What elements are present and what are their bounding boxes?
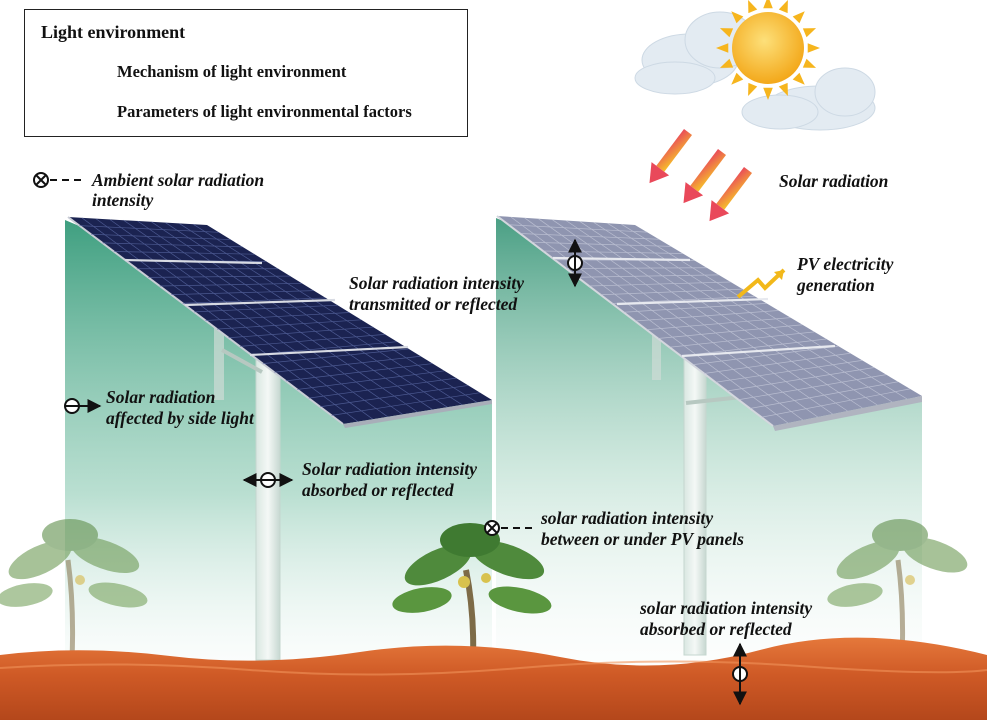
between-label-line1: solar radiation intensity [541,508,714,528]
sun-ray [748,82,758,97]
pole-label-line2: absorbed or reflected [302,480,454,500]
left-pole-back [214,300,224,400]
sun-ray [719,58,734,68]
ground-label-line1: solar radiation intensity [640,598,813,618]
sun-ray [802,28,817,38]
right-pv-panel [496,215,922,431]
ambient-parameter-symbol [33,172,86,188]
ambient-label-line1: Ambient solar radiation [92,170,265,190]
sun-ray [716,43,729,53]
between-label-line2: between or under PV panels [541,529,744,549]
ground-label-line2: absorbed or reflected [640,619,792,639]
transmitted-label-line2: transmitted or reflected [349,294,518,314]
solar-radiation-label: Solar radiation [779,171,889,191]
sun-icon [716,0,820,100]
ground-mechanism-symbol [732,642,748,706]
solar-ray-arrows [649,128,752,222]
pole-mechanism-symbol [242,472,294,488]
pv-generation-label-line1: PV electricity [797,254,894,274]
sun-ray [731,11,744,24]
legend-mechanism-label: Mechanism of light environment [117,62,347,81]
sun-ray [807,43,820,53]
side-light-label-line1: Solar radiation [106,387,216,407]
lightning-icon [736,268,786,299]
sun-ray [763,0,773,9]
sun-ray [731,72,744,85]
sun-ray [778,0,788,14]
transmitted-label-line1: Solar radiation intensity [349,273,525,293]
sun-ray [792,72,805,85]
side-light-mechanism-symbol [64,398,102,414]
legend-box: Light environment Mechanism of light env… [24,9,468,137]
transmitted-mechanism-symbol [567,238,583,288]
left-pv-panel [67,216,492,428]
sun-ray [719,28,734,38]
ambient-label-line2: intensity [92,190,154,210]
sun-ray [778,82,788,97]
pole-label-line1: Solar radiation intensity [302,459,478,479]
right-shade-volume [496,218,922,720]
sun-ray [748,0,758,14]
left-pole-front [255,359,281,661]
pv-generation-label-line2: generation [797,275,875,295]
cloud-icon [634,11,756,95]
sun-ray [792,11,805,24]
plant-right [827,519,968,691]
legend-title: Light environment [41,22,186,42]
between-parameter-symbol [484,520,536,536]
sun-ray [763,87,773,100]
side-light-label-line2: affected by side light [106,408,254,428]
cloud-icon-2 [741,67,876,131]
legend-parameters-label: Parameters of light environmental factor… [117,102,412,121]
sun-ray [802,58,817,68]
